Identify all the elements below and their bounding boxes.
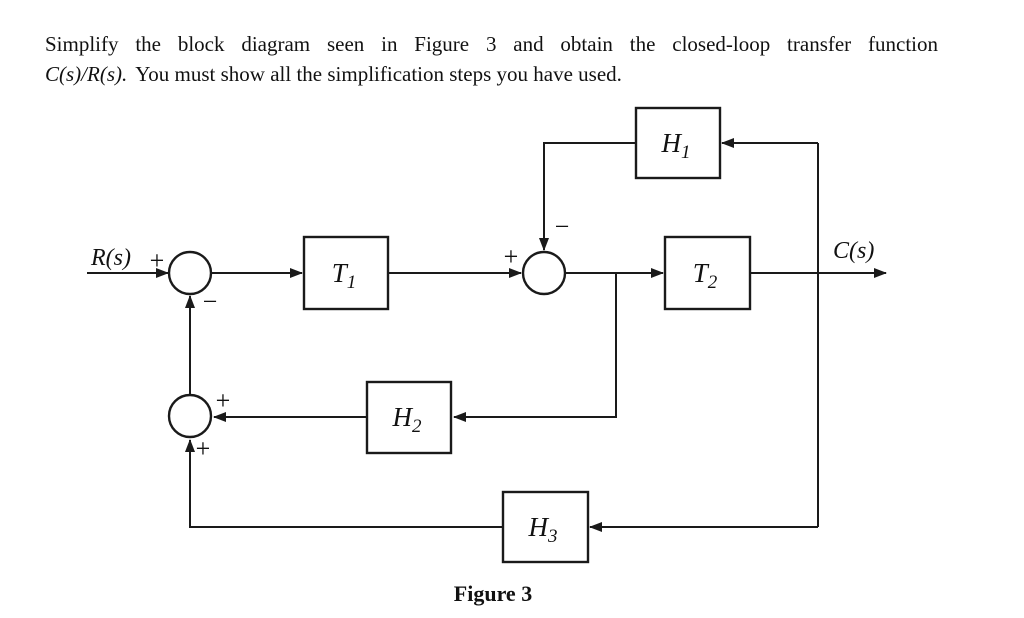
- figure-caption: Figure 3: [454, 581, 532, 606]
- block-t2-label: T2: [693, 258, 718, 293]
- problem-line-2: C(s)/R(s). You must show all the simplifi…: [45, 59, 938, 89]
- block-t2: [663, 235, 752, 311]
- sum1-minus-sign: −: [203, 287, 218, 316]
- block-h3-label-main: H: [528, 512, 550, 542]
- block-t2-label-sub: 2: [708, 272, 718, 293]
- edge-h1-to-sum2: [539, 142, 636, 251]
- problem-line-1: Simplify the block diagram seen in Figur…: [45, 32, 938, 56]
- summing-junction-1: [167, 250, 213, 296]
- block-h1-label-sub: 1: [681, 142, 691, 163]
- sum3-plus-right-sign: +: [216, 386, 231, 415]
- sum2-plus-sign: +: [504, 242, 519, 271]
- sum2-minus-sign: −: [555, 212, 570, 241]
- problem-line-2-text: You must show all the simplification ste…: [135, 62, 622, 86]
- input-signal-label: R(s): [90, 245, 131, 271]
- summing-junction-2: [521, 250, 567, 296]
- block-h2: [365, 380, 453, 455]
- sum3-plus-bottom-sign: +: [196, 434, 211, 463]
- problem-statement: Simplify the block diagram seen in Figur…: [45, 29, 938, 89]
- block-t1: [302, 235, 390, 311]
- block-h2-label-sub: 2: [412, 416, 422, 437]
- block-h1-label: H1: [661, 128, 691, 163]
- output-signal-label: C(s): [833, 238, 874, 264]
- block-h2-label-main: H: [392, 402, 414, 432]
- block-t2-label-main: T: [693, 258, 710, 288]
- block-t1-label-main: T: [332, 258, 349, 288]
- edge-pickoff-to-h2: [453, 273, 617, 422]
- block-h3: [501, 490, 590, 564]
- block-h1-label-main: H: [661, 128, 683, 158]
- summing-junction-3: [167, 393, 213, 439]
- transfer-function-expression: C(s)/R(s).: [45, 62, 128, 86]
- block-t1-label: T1: [332, 258, 357, 293]
- edge-h3-to-sum3: [185, 439, 503, 528]
- sum1-plus-sign: +: [150, 246, 165, 275]
- block-h3-label-sub: 3: [547, 526, 558, 547]
- block-h1: [634, 106, 722, 180]
- block-h2-label: H2: [392, 402, 423, 437]
- block-h3-label: H3: [528, 512, 558, 547]
- block-t1-label-sub: 1: [347, 272, 357, 293]
